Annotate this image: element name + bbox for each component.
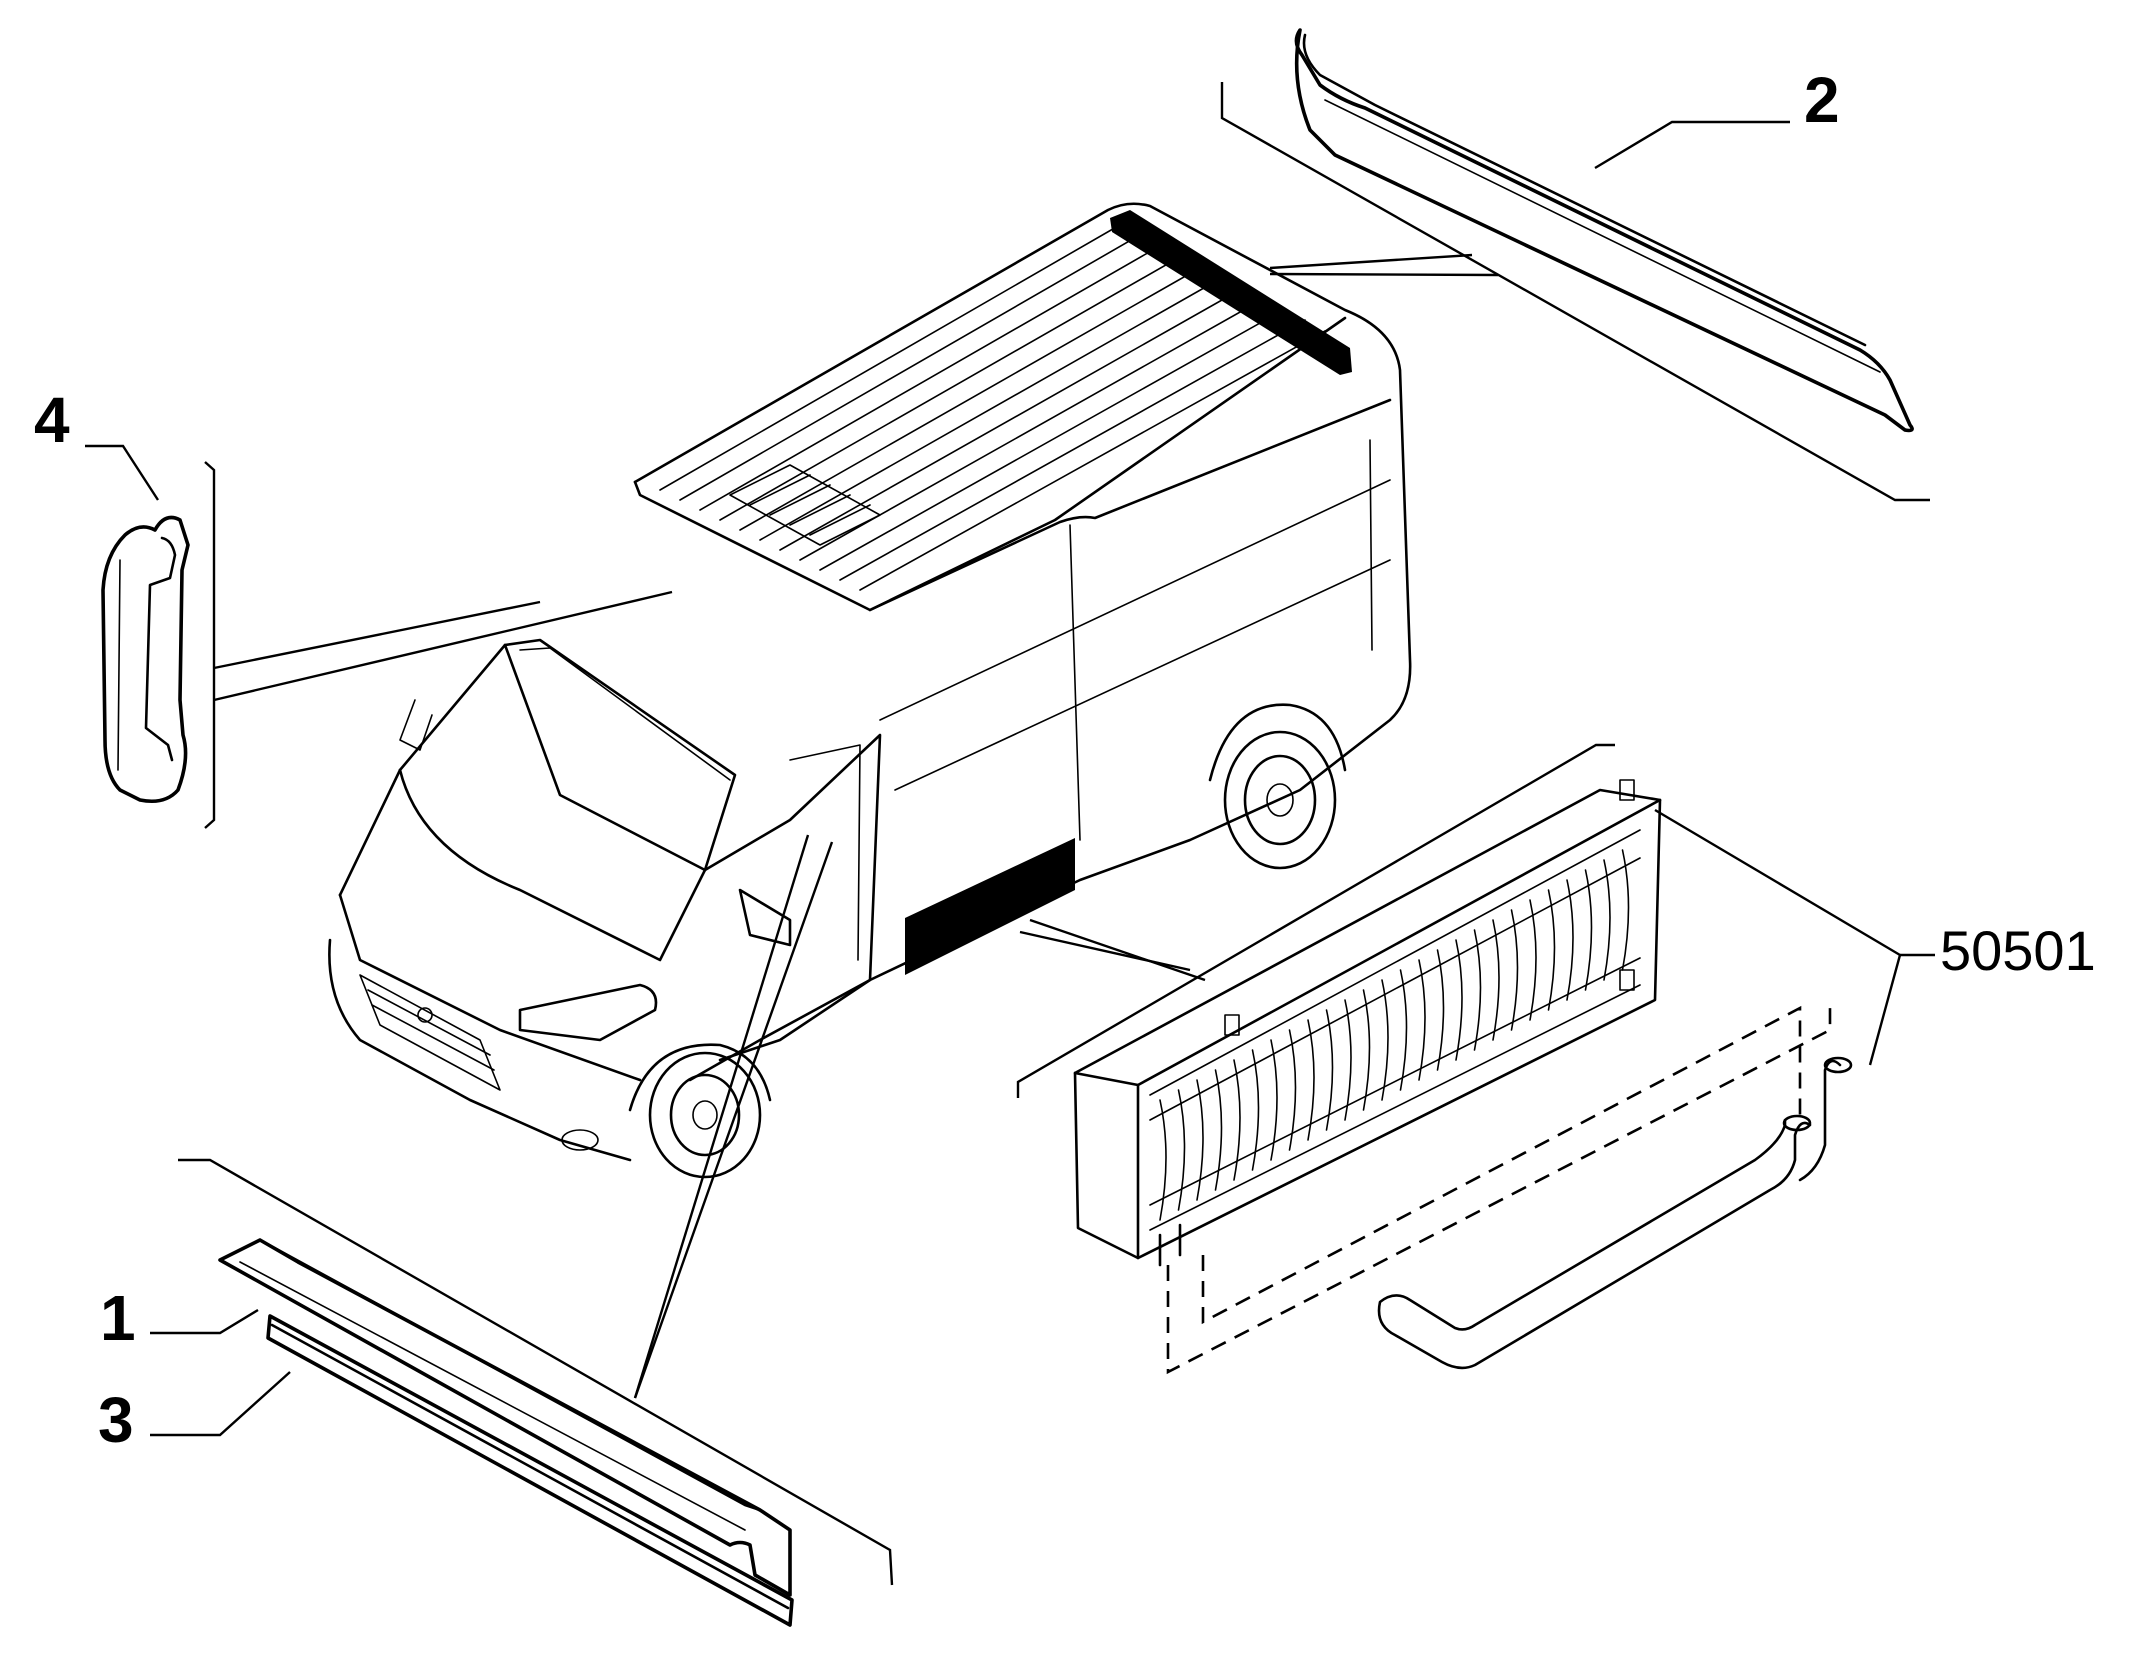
heater-fin: [1325, 1009, 1334, 1131]
sill-bracket-line: [178, 1158, 894, 1586]
heater-fin: [1547, 889, 1556, 1011]
callout-label-4: 4: [34, 384, 70, 456]
part-4-grab-handle: [101, 461, 673, 829]
heater-fin: [1177, 1089, 1186, 1211]
sill-leader-line-b: [633, 841, 834, 1399]
callout-label-1: 1: [100, 1282, 136, 1354]
heater-fin: [1455, 939, 1463, 1061]
heater-fin: [1492, 919, 1500, 1041]
heater-fin: [1214, 1069, 1223, 1191]
part-2-rear-spoiler: [1220, 28, 1930, 502]
heater-fin: [1510, 909, 1519, 1031]
callout-label-3: 3: [98, 1384, 134, 1456]
heater-fin: [1621, 849, 1630, 971]
heater-fin: [1436, 949, 1445, 1071]
heater-fin: [1251, 1049, 1260, 1171]
heater-fin: [1270, 1039, 1278, 1161]
van-illustration: [328, 202, 1412, 1179]
heater-fin: [1159, 1099, 1167, 1221]
part-1-sill-trim: [218, 1238, 792, 1597]
callout-leaders: [85, 120, 1935, 1437]
heater-fin: [1288, 1029, 1297, 1151]
heater-fins: [1159, 849, 1630, 1221]
callout-label-50501: 50501: [1940, 919, 2096, 982]
part-3-sill-strip: [266, 1314, 794, 1627]
sill-leader-line-a: [633, 834, 810, 1399]
part-50501-heater-unit: [1016, 743, 1902, 1375]
heater-fin: [1399, 969, 1408, 1091]
heater-fin: [1584, 869, 1593, 991]
heater-fin: [1473, 929, 1482, 1051]
heater-fin: [1603, 859, 1611, 981]
heater-fin: [1418, 959, 1426, 1081]
heater-fin: [1566, 879, 1574, 1001]
callout-label-2: 2: [1804, 64, 1840, 136]
heater-fin: [1362, 989, 1371, 1111]
heater-fin: [1529, 899, 1537, 1021]
heater-fin: [1381, 979, 1389, 1101]
heater-fin: [1307, 1019, 1315, 1141]
heater-fin: [1344, 999, 1352, 1121]
heater-fin: [1233, 1059, 1241, 1181]
heater-fin: [1196, 1079, 1204, 1201]
